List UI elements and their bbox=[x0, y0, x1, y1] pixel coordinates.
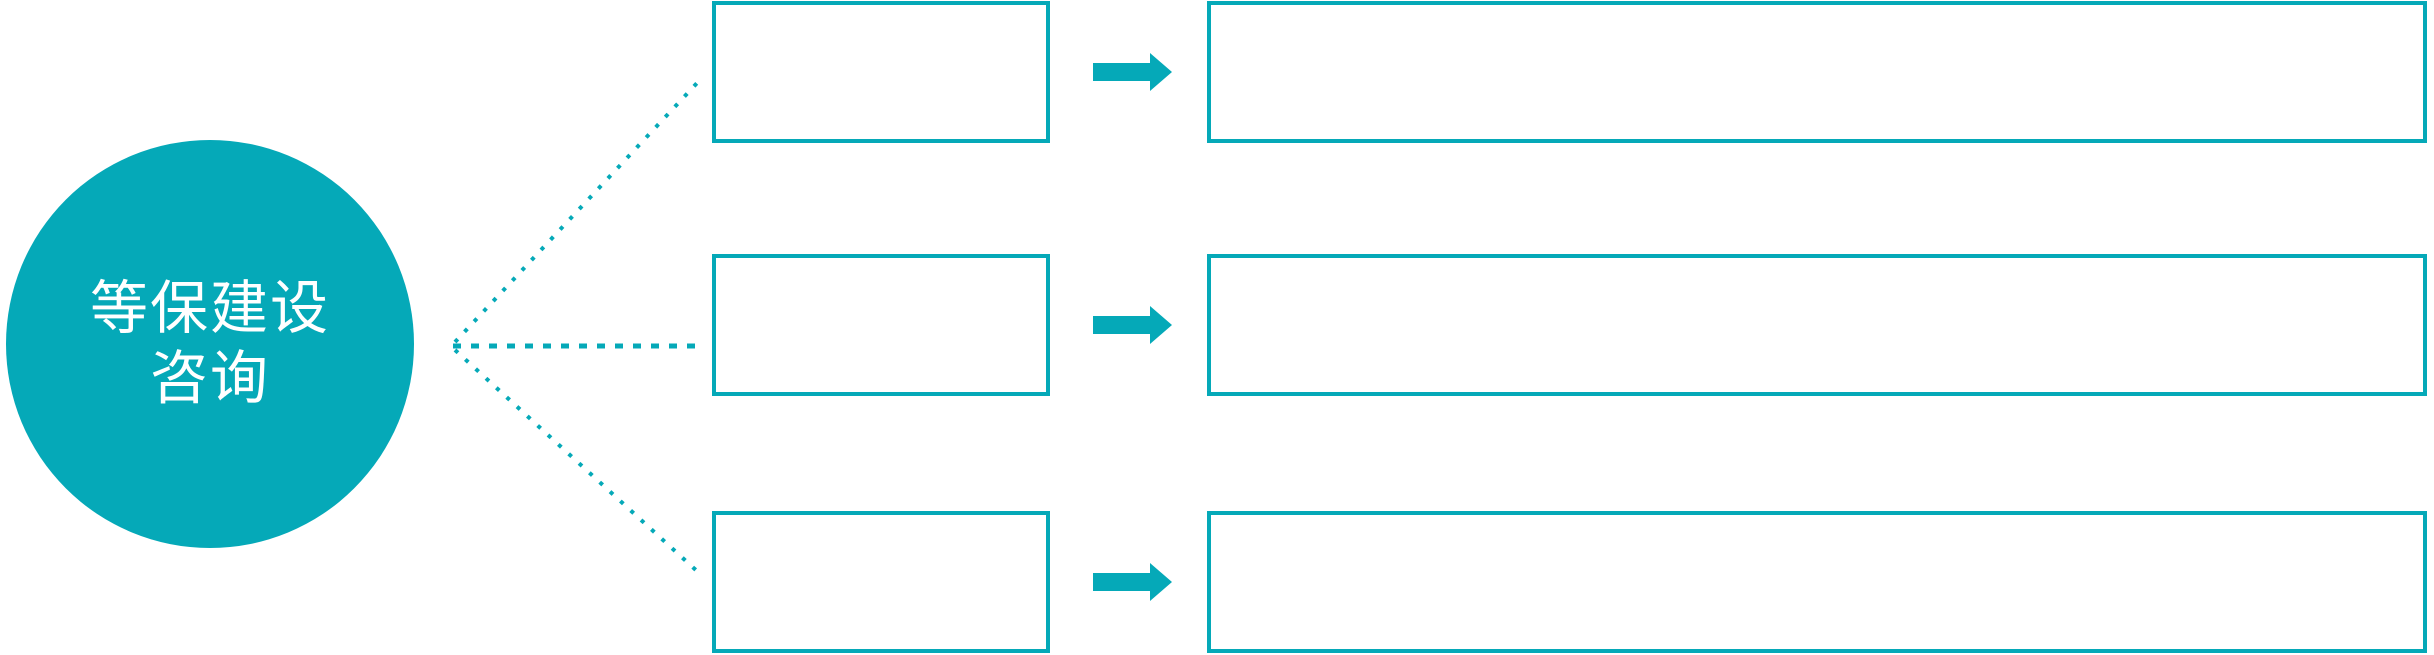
right-box-1 bbox=[1207, 1, 2427, 143]
right-arrow-icon bbox=[1093, 306, 1172, 344]
mid-box-3 bbox=[712, 511, 1050, 653]
right-box-3 bbox=[1207, 511, 2427, 653]
source-circle: 等保建设 咨询 bbox=[6, 140, 414, 548]
source-circle-label-line2: 咨询 bbox=[149, 346, 270, 411]
mid-box-1 bbox=[712, 1, 1050, 143]
source-circle-label-line1: 等保建设 bbox=[89, 276, 330, 341]
right-box-2 bbox=[1207, 254, 2427, 396]
dotted-connector-top bbox=[453, 80, 700, 344]
right-arrow-icon bbox=[1093, 53, 1172, 91]
dotted-connector-bottom bbox=[453, 348, 700, 574]
mid-box-2 bbox=[712, 254, 1050, 396]
right-arrow-icon bbox=[1093, 563, 1172, 601]
